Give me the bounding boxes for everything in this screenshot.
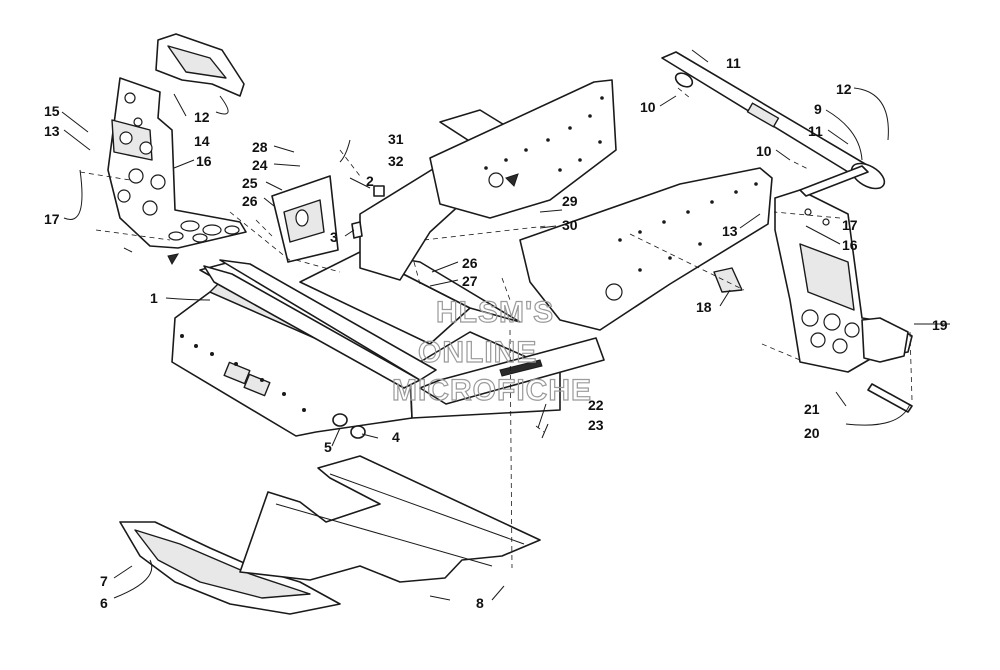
callout-11-top: 11 bbox=[726, 55, 741, 71]
callout-32: 32 bbox=[388, 153, 404, 169]
callout-14: 14 bbox=[194, 133, 210, 149]
callout-31: 31 bbox=[388, 131, 404, 147]
spacers-4-5 bbox=[332, 413, 366, 439]
main-chassis bbox=[171, 79, 773, 437]
callout-10-bottom: 10 bbox=[756, 143, 772, 159]
leader-lines bbox=[61, 49, 950, 601]
callout-8: 8 bbox=[476, 595, 484, 611]
watermark-line3: MICROFICHE bbox=[392, 374, 592, 407]
steering-tube bbox=[661, 51, 886, 197]
callout-11-right: 11 bbox=[808, 123, 823, 139]
callout-13-left: 13 bbox=[44, 123, 60, 139]
watermark-line1: HLSM'S bbox=[436, 296, 554, 329]
callout-19: 19 bbox=[932, 317, 948, 333]
callout-12-left: 12 bbox=[194, 109, 210, 125]
callout-26-left: 26 bbox=[242, 193, 258, 209]
callout-17-left: 17 bbox=[44, 211, 60, 227]
strap-20 bbox=[867, 383, 913, 413]
callout-13-right: 13 bbox=[722, 223, 738, 239]
callout-2: 2 bbox=[366, 173, 374, 189]
callout-7: 7 bbox=[100, 573, 108, 589]
watermark-line2: ONLINE bbox=[418, 336, 537, 369]
callout-24: 24 bbox=[252, 157, 268, 173]
fastener-3 bbox=[351, 221, 363, 239]
callout-16-left: 16 bbox=[196, 153, 212, 169]
callout-26-center: 26 bbox=[462, 255, 478, 271]
callouts: 1 2 3 4 5 6 7 8 9 10 10 11 11 12 12 13 1… bbox=[44, 55, 948, 611]
callout-4: 4 bbox=[392, 429, 400, 445]
alignment-lines bbox=[79, 87, 913, 569]
watermark: HLSM'S ONLINE MICROFICHE bbox=[391, 295, 592, 407]
belly-pan bbox=[119, 521, 341, 615]
callout-17-right: 17 bbox=[842, 217, 858, 233]
skid-plate bbox=[239, 455, 541, 583]
callout-15: 15 bbox=[44, 103, 60, 119]
callout-9: 9 bbox=[814, 101, 822, 117]
callout-22: 22 bbox=[588, 397, 604, 413]
callout-18: 18 bbox=[696, 299, 712, 315]
spacer-2 bbox=[373, 185, 385, 197]
callout-23: 23 bbox=[588, 417, 604, 433]
callout-30: 30 bbox=[562, 217, 578, 233]
callout-28: 28 bbox=[252, 139, 268, 155]
callout-10-top: 10 bbox=[640, 99, 656, 115]
callout-20: 20 bbox=[804, 425, 820, 441]
left-footrest-assembly bbox=[107, 77, 247, 266]
callout-27: 27 bbox=[462, 273, 478, 289]
bracket-18 bbox=[713, 267, 743, 293]
callout-6: 6 bbox=[100, 595, 108, 611]
right-footrest-assembly bbox=[774, 189, 913, 373]
bracket-24 bbox=[271, 175, 339, 263]
callout-1: 1 bbox=[150, 290, 158, 306]
callout-25: 25 bbox=[242, 175, 258, 191]
callout-3: 3 bbox=[330, 229, 338, 245]
callout-16-right: 16 bbox=[842, 237, 858, 253]
callout-5: 5 bbox=[324, 439, 332, 455]
left-toe-cover bbox=[155, 33, 245, 97]
callout-12-right: 12 bbox=[836, 81, 852, 97]
callout-21: 21 bbox=[804, 401, 820, 417]
callout-29: 29 bbox=[562, 193, 578, 209]
